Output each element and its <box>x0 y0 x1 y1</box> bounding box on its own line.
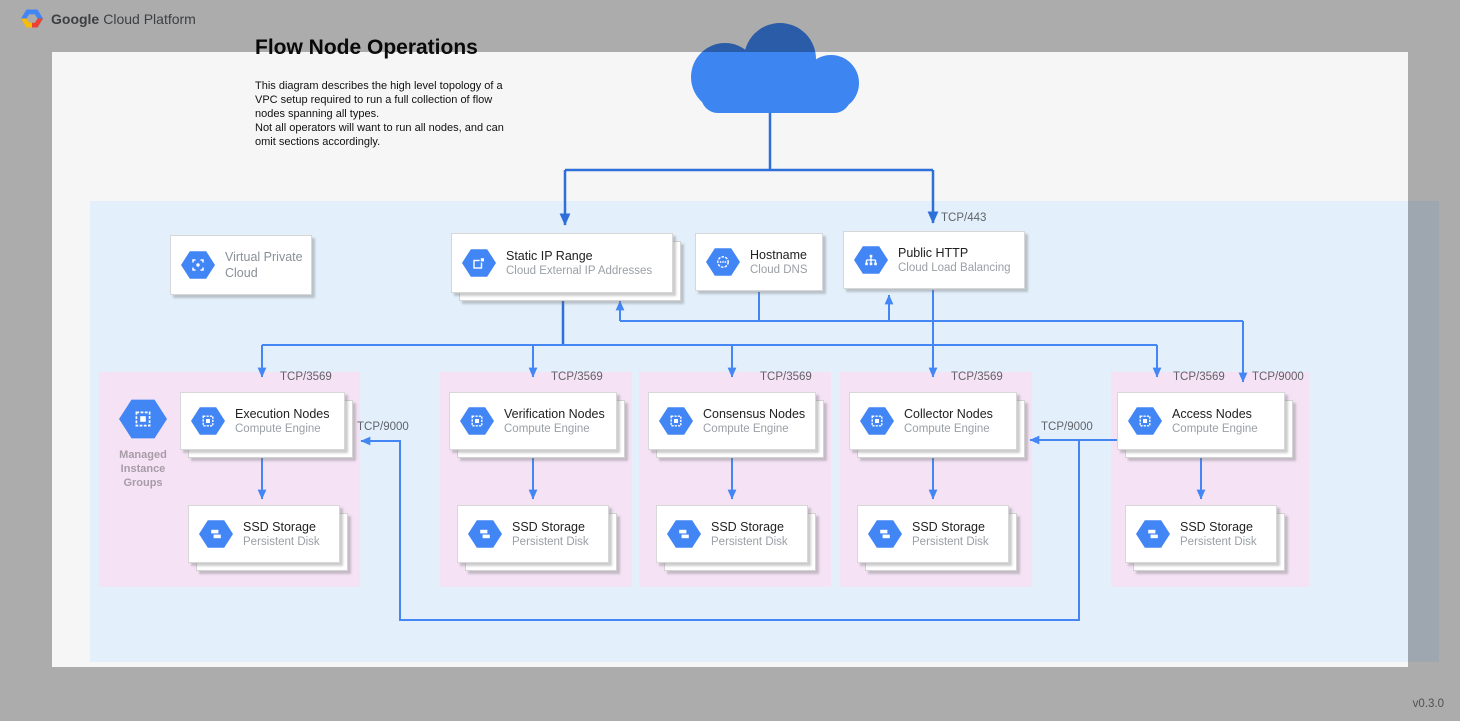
backdrop-left <box>0 52 52 667</box>
card-subtitle: Persistent Disk <box>912 535 989 548</box>
card-subtitle: Compute Engine <box>703 422 789 435</box>
persistent-disk-icon <box>468 520 502 548</box>
card-title: SSD Storage <box>512 519 585 534</box>
card-subtitle: Compute Engine <box>235 422 321 435</box>
port-label-tcp3569-consensus: TCP/3569 <box>760 371 812 383</box>
card-title: SSD Storage <box>912 519 985 534</box>
compute-engine-icon <box>860 407 894 435</box>
port-label-tcp9000-execution: TCP/9000 <box>357 421 409 433</box>
card-title: Collector Nodes <box>904 406 993 421</box>
static-ip-card[interactable]: Static IP Range Cloud External IP Addres… <box>451 233 673 293</box>
compute-engine-icon <box>659 407 693 435</box>
backdrop-bottom <box>0 667 1460 721</box>
card-title: Consensus Nodes <box>703 406 806 421</box>
card-title: SSD Storage <box>711 519 784 534</box>
card-subtitle: Persistent Disk <box>243 535 320 548</box>
port-label-tcp9000-access: TCP/9000 <box>1252 371 1304 383</box>
consensus-nodes-card[interactable]: Consensus Nodes Compute Engine <box>648 392 816 450</box>
external-ip-icon <box>462 249 496 277</box>
card-subtitle: Cloud Load Balancing <box>898 261 1011 274</box>
card-title: SSD Storage <box>243 519 316 534</box>
verification-nodes-card[interactable]: Verification Nodes Compute Engine <box>449 392 617 450</box>
card-subtitle: Compute Engine <box>1172 422 1258 435</box>
port-label-tcp9000-collector: TCP/9000 <box>1041 421 1093 433</box>
internet-cloud-icon[interactable] <box>683 15 863 115</box>
page-title: Flow Node Operations <box>255 36 478 59</box>
ssd-storage-card-collector[interactable]: SSD Storage Persistent Disk <box>857 505 1009 563</box>
card-title: Public HTTP <box>898 245 969 260</box>
card-title: SSD Storage <box>1180 519 1253 534</box>
version-label: v0.3.0 <box>1412 698 1444 710</box>
ssd-storage-card-execution[interactable]: SSD Storage Persistent Disk <box>188 505 340 563</box>
cloud-dns-icon <box>706 248 740 276</box>
load-balancer-icon <box>854 246 888 274</box>
port-label-tcp443: TCP/443 <box>941 212 987 224</box>
compute-engine-icon <box>1128 407 1162 435</box>
card-title: Static IP Range <box>506 248 593 263</box>
persistent-disk-icon <box>199 520 233 548</box>
public-http-card[interactable]: Public HTTP Cloud Load Balancing <box>843 231 1025 289</box>
ssd-storage-card-verification[interactable]: SSD Storage Persistent Disk <box>457 505 609 563</box>
card-title: Hostname <box>750 247 807 262</box>
persistent-disk-icon <box>1136 520 1170 548</box>
gcp-logo-icon <box>21 9 43 28</box>
vpc-icon <box>181 251 215 279</box>
managed-instance-groups-label: Managed Instance Groups <box>119 449 167 489</box>
collector-nodes-card[interactable]: Collector Nodes Compute Engine <box>849 392 1017 450</box>
port-label-tcp3569-access: TCP/3569 <box>1173 371 1225 383</box>
persistent-disk-icon <box>667 520 701 548</box>
compute-engine-icon <box>460 407 494 435</box>
card-subtitle: Compute Engine <box>504 422 590 435</box>
brand-cloud-platform: Cloud Platform <box>103 10 196 27</box>
card-title: Virtual Private Cloud <box>225 250 303 280</box>
ssd-storage-card-access[interactable]: SSD Storage Persistent Disk <box>1125 505 1277 563</box>
port-label-tcp3569-execution: TCP/3569 <box>280 371 332 383</box>
port-label-tcp3569-verification: TCP/3569 <box>551 371 603 383</box>
compute-engine-icon <box>191 407 225 435</box>
card-subtitle: Persistent Disk <box>1180 535 1257 548</box>
page-description: This diagram describes the high level to… <box>255 80 504 148</box>
card-subtitle: Persistent Disk <box>711 535 788 548</box>
backdrop-right <box>1408 52 1460 667</box>
card-subtitle: Compute Engine <box>904 422 990 435</box>
vpc-card[interactable]: Virtual Private Cloud <box>170 235 312 295</box>
brand-google: Google <box>51 10 100 27</box>
card-title: Access Nodes <box>1172 406 1252 421</box>
card-subtitle: Cloud DNS <box>750 263 808 276</box>
access-nodes-card[interactable]: Access Nodes Compute Engine <box>1117 392 1285 450</box>
persistent-disk-icon <box>868 520 902 548</box>
execution-nodes-card[interactable]: Execution Nodes Compute Engine <box>180 392 345 450</box>
ssd-storage-card-consensus[interactable]: SSD Storage Persistent Disk <box>656 505 808 563</box>
hostname-card[interactable]: Hostname Cloud DNS <box>695 233 823 291</box>
card-title: Execution Nodes <box>235 406 330 421</box>
card-title: Verification Nodes <box>504 406 605 421</box>
card-subtitle: Cloud External IP Addresses <box>506 264 653 277</box>
backdrop-top <box>0 0 1460 52</box>
card-subtitle: Persistent Disk <box>512 535 589 548</box>
port-label-tcp3569-collector: TCP/3569 <box>951 371 1003 383</box>
